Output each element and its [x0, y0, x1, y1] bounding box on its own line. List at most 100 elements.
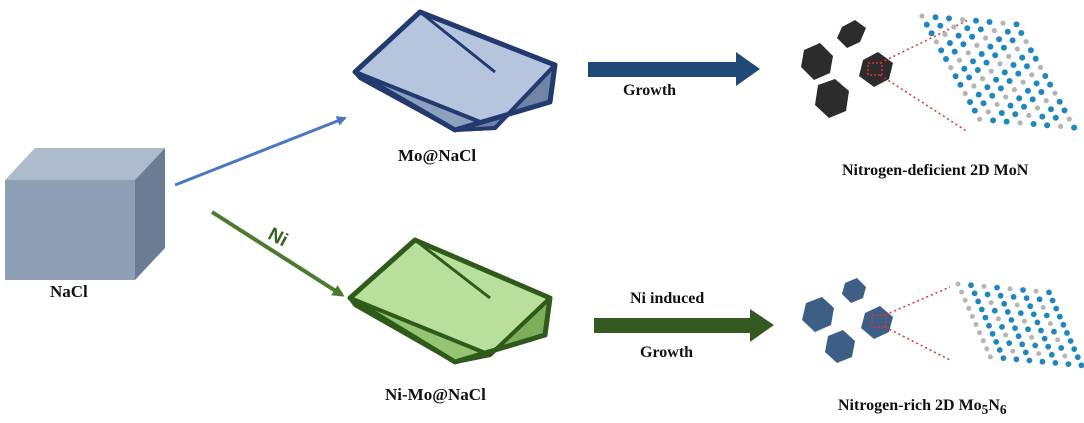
n-atom	[946, 40, 953, 46]
mo-nacl-cube	[352, 9, 558, 133]
n-atom	[1065, 361, 1072, 367]
n-atom	[938, 47, 945, 54]
n-atom	[1018, 30, 1025, 36]
n-atom	[1004, 28, 1011, 35]
n-atom	[987, 43, 994, 50]
growth-arrow-top	[588, 52, 760, 86]
n-atom	[989, 92, 996, 99]
nacl-cube	[5, 148, 165, 280]
n-atom	[966, 74, 973, 81]
product-bottom-sub2: 6	[999, 402, 1007, 418]
n-atom	[1041, 335, 1048, 342]
n-atom	[991, 307, 998, 314]
n-atom	[971, 107, 978, 114]
n-atom	[1039, 358, 1046, 365]
mo-atom	[969, 313, 975, 319]
n-atom	[1046, 289, 1052, 296]
n-atom	[1019, 341, 1026, 348]
n-atom	[1049, 297, 1056, 304]
n-atom	[1001, 300, 1008, 307]
n-atom	[980, 100, 987, 107]
mo-atom	[919, 13, 925, 19]
mo-atom	[988, 68, 994, 74]
n-atom	[984, 291, 991, 298]
n-atom	[984, 84, 991, 91]
n-atom	[1058, 345, 1065, 351]
mo-atom	[1066, 116, 1072, 122]
mo-atom	[962, 297, 968, 303]
n-atom	[1012, 111, 1019, 118]
n-atom	[977, 26, 984, 33]
mo-atom	[987, 354, 993, 360]
n-atom	[1016, 95, 1023, 102]
n-atom	[1043, 312, 1050, 319]
n-atom	[1000, 355, 1007, 361]
n-atom	[983, 59, 990, 66]
n-atom	[1071, 346, 1078, 352]
n-atom	[1042, 73, 1049, 79]
n-atom	[1078, 362, 1084, 369]
n-atom	[952, 73, 959, 80]
n-atom	[1015, 333, 1022, 340]
mo-atom	[1011, 87, 1018, 93]
n-atom	[1021, 103, 1027, 110]
n-atom	[1009, 37, 1016, 44]
n-atom	[973, 17, 979, 24]
n-atom	[986, 322, 992, 329]
n-atom	[1047, 81, 1054, 88]
n-atom	[1024, 63, 1030, 70]
n-atom	[1051, 328, 1057, 335]
n-atom	[1001, 69, 1008, 76]
n-atom	[932, 14, 939, 21]
ni-induced-label: Ni induced	[630, 290, 705, 307]
mo-atom	[983, 35, 989, 41]
product-label-top: Nitrogen-deficient 2D MoN	[842, 162, 1029, 179]
mo-atom	[977, 116, 983, 122]
n-atom	[975, 298, 982, 305]
bottom-flakes	[802, 278, 893, 363]
n-atom	[1064, 330, 1070, 336]
n-atom	[970, 58, 976, 65]
n-atom	[1032, 342, 1039, 349]
n-atom	[986, 19, 993, 25]
n-atom	[955, 32, 962, 39]
mo-atom	[1014, 46, 1021, 52]
lattice-bottom	[955, 281, 1084, 369]
n-atom	[969, 33, 976, 40]
n-atom	[928, 30, 935, 37]
mo-atom	[951, 24, 957, 30]
n-atom	[1004, 309, 1011, 315]
mo-atom	[933, 39, 940, 45]
ni-mo-nacl-label: Ni-Mo@NaCl	[385, 385, 486, 404]
mo-atom	[974, 42, 980, 49]
n-atom	[996, 36, 1003, 43]
n-atom	[1006, 78, 1013, 84]
mo-atom	[942, 31, 948, 37]
n-atom	[967, 99, 973, 105]
n-atom	[1030, 311, 1037, 318]
mo-atom	[1026, 112, 1032, 118]
mo-atom	[1021, 318, 1027, 324]
mo-atom	[973, 322, 979, 327]
mo-atom	[988, 300, 994, 306]
n-atom	[1039, 113, 1046, 120]
n-atom	[1056, 98, 1063, 105]
mo-atom	[980, 338, 986, 344]
arrow-to-mo	[174, 116, 347, 187]
n-atom	[1048, 106, 1054, 113]
mo-atom	[959, 289, 965, 295]
mo-atom	[977, 330, 983, 336]
n-atom	[1008, 317, 1015, 323]
n-atom	[999, 324, 1005, 330]
n-atom	[1067, 338, 1074, 344]
n-atom	[1006, 340, 1013, 346]
n-atom	[1022, 349, 1029, 356]
n-atom	[1017, 310, 1024, 316]
mo-atom	[1003, 94, 1009, 100]
n-atom	[997, 292, 1004, 299]
n-atom	[975, 91, 982, 98]
n-atom	[1027, 303, 1034, 310]
n-atom	[1026, 357, 1033, 364]
n-atom	[974, 67, 981, 73]
